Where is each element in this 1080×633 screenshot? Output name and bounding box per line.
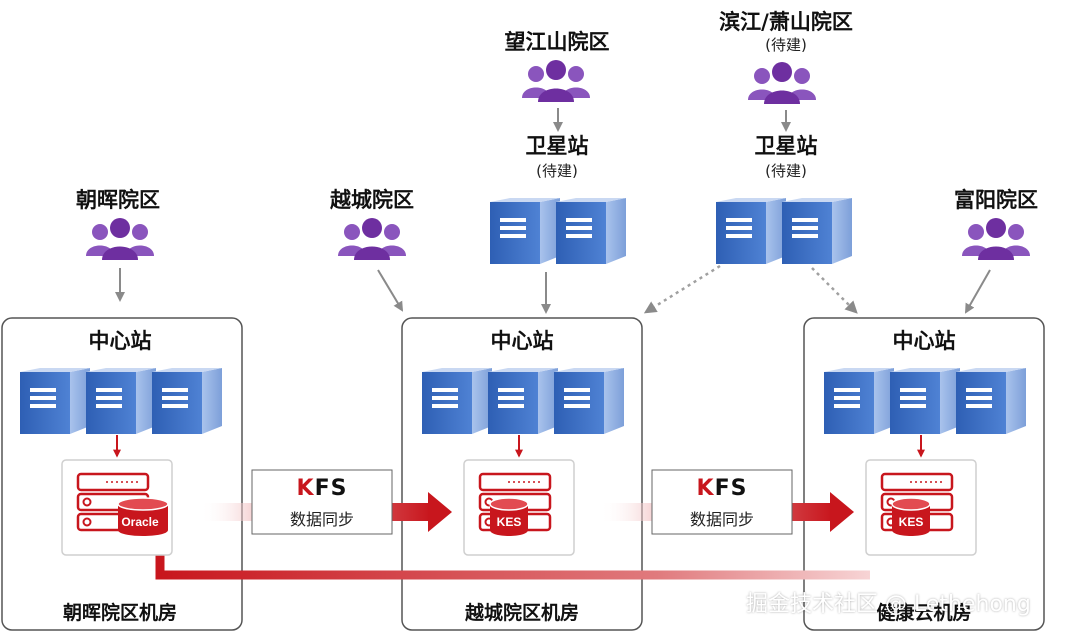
db-label-right: KES <box>899 515 924 529</box>
arrow-fuyang <box>965 269 991 314</box>
users-icon-wangjiangshan <box>522 60 590 102</box>
satellite-title-left: 卫星站 <box>525 134 589 158</box>
kfs-label-left: 数据同步 <box>289 510 355 529</box>
kfs-title-left: KFS <box>296 476 348 501</box>
kfs-box-right <box>651 469 793 535</box>
sync-arrow-left-head <box>428 492 452 532</box>
machine-room-label-right: 健康云机房 <box>876 602 972 624</box>
campus-label-yuecheng: 越城院区 <box>330 188 414 212</box>
kfs-box-left <box>251 469 393 535</box>
satellite-note-right: (待建) <box>765 162 807 180</box>
server-cluster-middle <box>422 368 624 434</box>
server-cluster-left <box>20 368 222 434</box>
watermark-text: 掘金技术社区 @ Lethehong <box>746 592 1031 617</box>
server-cluster-right <box>824 368 1026 434</box>
sync-arrow-right-head <box>830 492 854 532</box>
users-icon-binjiang <box>748 62 816 104</box>
db-label-middle: KES <box>497 515 522 529</box>
center-station-title-middle: 中心站 <box>490 329 554 353</box>
kfs-label-right: 数据同步 <box>689 510 755 529</box>
campus-label-binjiang: 滨江/萧山院区 <box>719 10 853 34</box>
arrow-satellite-right-to-middle <box>643 264 721 314</box>
campus-label-wangjiangshan: 望江山院区 <box>504 30 610 54</box>
db-label-left: Oracle <box>121 515 159 529</box>
machine-room-label-left: 朝晖院区机房 <box>62 602 178 624</box>
db-icon-middle <box>478 472 552 536</box>
arrow-satellite-right-to-right <box>811 267 858 314</box>
users-icon-zhaohui <box>86 218 154 260</box>
users-icon-yuecheng <box>338 218 406 260</box>
db-icon-left <box>76 472 169 536</box>
satellite-servers-left <box>490 198 626 264</box>
satellite-servers-right <box>716 198 852 264</box>
satellite-title-right: 卫星站 <box>754 134 818 158</box>
campus-label-zhaohui: 朝晖院区 <box>76 188 160 212</box>
center-station-title-right: 中心站 <box>892 329 956 353</box>
campus-note-binjiang: (待建) <box>765 36 807 54</box>
db-icon-right <box>880 472 954 536</box>
center-station-title-left: 中心站 <box>88 329 152 353</box>
arrow-yuecheng <box>377 269 404 312</box>
campus-label-fuyang: 富阳院区 <box>954 188 1038 212</box>
users-icon-fuyang <box>962 218 1030 260</box>
kfs-title-right: KFS <box>696 476 748 501</box>
return-sync-arrow <box>155 548 870 580</box>
satellite-note-left: (待建) <box>536 162 578 180</box>
machine-room-label-middle: 越城院区机房 <box>464 602 580 624</box>
